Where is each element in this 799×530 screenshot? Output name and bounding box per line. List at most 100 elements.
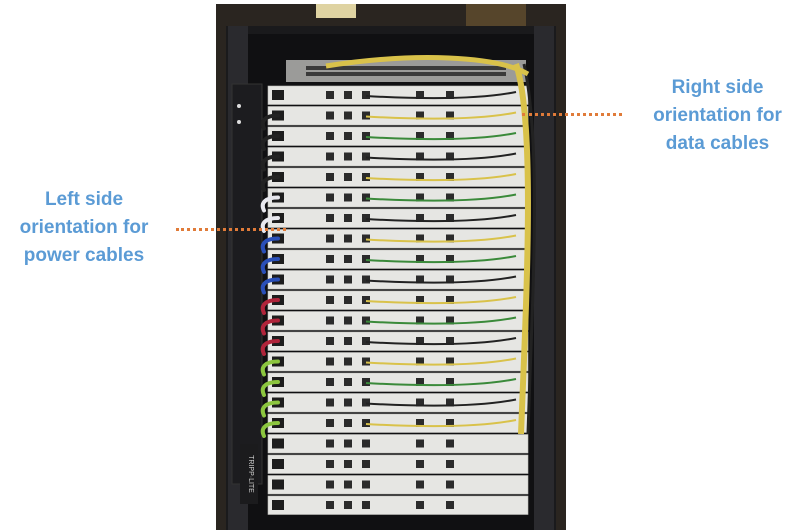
- port: [344, 152, 352, 161]
- port: [362, 193, 370, 202]
- port: [344, 132, 352, 140]
- power-cable: [260, 380, 280, 397]
- callout-line: orientation for: [19, 217, 149, 238]
- port: [326, 378, 334, 386]
- rack-right-rail: [534, 26, 554, 530]
- callout-line: power cables: [23, 245, 145, 266]
- port: [446, 480, 454, 489]
- port: [416, 152, 424, 161]
- port: [362, 275, 370, 284]
- port: [326, 316, 334, 325]
- port: [416, 255, 424, 263]
- callout-data-cables: Right side orientation for data cables: [640, 74, 795, 158]
- port: [416, 296, 424, 304]
- port: [362, 398, 370, 407]
- port: [446, 296, 454, 304]
- callout-line: Left side: [44, 189, 124, 210]
- pdu-led: [237, 104, 241, 108]
- data-cable: [365, 193, 517, 202]
- power-cable: [260, 175, 280, 192]
- callout-line: data cables: [665, 133, 770, 154]
- port: [446, 173, 454, 181]
- ceiling-light: [316, 4, 356, 18]
- port: [344, 460, 352, 468]
- port: [344, 316, 352, 325]
- data-cable: [365, 132, 517, 141]
- port: [362, 132, 370, 140]
- port: [344, 378, 352, 386]
- port: [446, 152, 454, 161]
- port: [344, 214, 352, 222]
- brand-plate: [240, 444, 258, 504]
- port: [326, 255, 334, 263]
- server-panel: [267, 495, 529, 515]
- port: [362, 91, 370, 99]
- power-socket: [272, 438, 284, 449]
- port: [326, 275, 334, 284]
- port: [446, 357, 454, 366]
- power-socket: [272, 500, 284, 510]
- port: [326, 398, 334, 407]
- port: [416, 214, 424, 222]
- port: [416, 480, 424, 489]
- port: [446, 111, 454, 120]
- data-cables: [325, 55, 536, 435]
- callout-power-cables: Left side orientation for power cables: [4, 186, 164, 270]
- port: [362, 480, 370, 489]
- port: [344, 337, 352, 345]
- port: [344, 234, 352, 243]
- power-socket: [272, 479, 284, 490]
- port: [416, 337, 424, 345]
- power-cable: [260, 277, 280, 295]
- power-cable: [260, 113, 280, 131]
- data-cable: [365, 337, 517, 346]
- data-cable: [365, 398, 517, 407]
- port: [416, 316, 424, 325]
- port: [344, 111, 352, 120]
- port: [416, 378, 424, 386]
- port: [446, 439, 454, 448]
- server-panel: [267, 454, 529, 474]
- data-cable: [365, 111, 517, 120]
- port: [416, 173, 424, 181]
- brand-logo: TRIPP·LITE: [247, 455, 254, 493]
- port: [446, 132, 454, 140]
- port: [326, 111, 334, 120]
- port: [446, 91, 454, 99]
- data-cable-bundle: [325, 55, 530, 77]
- port: [416, 234, 424, 243]
- port: [446, 460, 454, 468]
- port: [446, 337, 454, 345]
- port: [416, 398, 424, 407]
- power-socket: [272, 459, 284, 469]
- port: [326, 337, 334, 345]
- power-cable: [260, 134, 280, 151]
- port: [362, 173, 370, 181]
- data-cable: [365, 173, 517, 182]
- server-rack-photo: TRIPP·LITE: [216, 4, 566, 530]
- port: [446, 419, 454, 427]
- port: [446, 378, 454, 386]
- port: [362, 255, 370, 263]
- data-cable: [365, 275, 517, 284]
- callout-line: orientation for: [653, 105, 782, 126]
- port: [326, 214, 334, 222]
- port: [416, 501, 424, 509]
- port: [446, 193, 454, 202]
- data-cable: [365, 234, 517, 243]
- port: [326, 152, 334, 161]
- port: [326, 296, 334, 304]
- port: [344, 501, 352, 509]
- data-cable: [365, 296, 517, 305]
- power-cable: [260, 298, 280, 315]
- data-cable: [365, 214, 517, 223]
- port: [446, 255, 454, 263]
- port: [416, 439, 424, 448]
- port: [326, 357, 334, 366]
- switch-ports: [306, 66, 506, 76]
- port: [362, 378, 370, 386]
- port: [416, 275, 424, 284]
- port: [344, 419, 352, 427]
- port: [344, 357, 352, 366]
- port: [326, 234, 334, 243]
